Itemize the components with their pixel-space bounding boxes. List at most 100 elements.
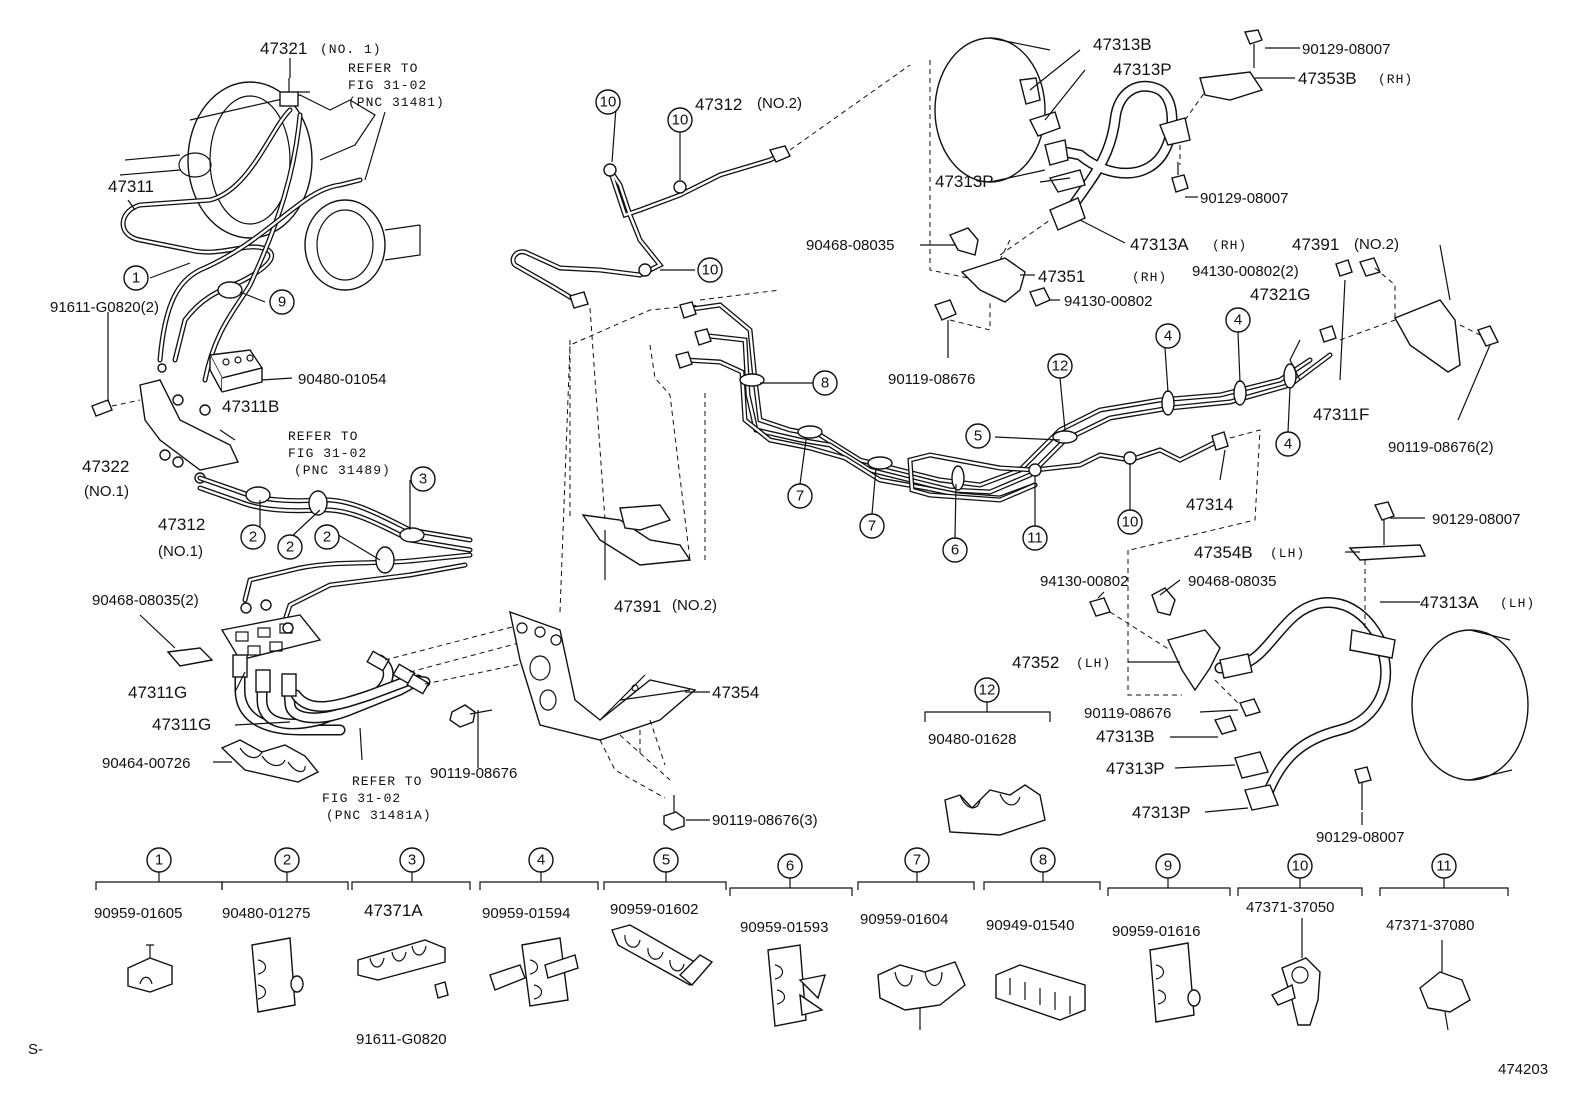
legend-item-9: 9 90959-01616 — [1107, 853, 1231, 1023]
label-47313a-rh-side: (RH) — [1212, 238, 1247, 253]
legend-item-2: 2 90480-01275 — [221, 847, 349, 1013]
legend-item-5: 5 90959-01602 — [603, 847, 727, 986]
junction-plate-and-hoses — [220, 599, 541, 736]
legend-item-1: 1 90959-01605 — [94, 847, 223, 993]
label-47313b-rh: 47313B — [1093, 35, 1152, 54]
legend-part-1: 90959-01605 — [94, 905, 182, 922]
label-47352-lh: (LH) — [1076, 656, 1111, 671]
ref-31481-line1: REFER TO — [348, 61, 418, 76]
label-90468-08035-rh: 90468-08035 — [806, 237, 894, 254]
label-47313a-rh: 47313A — [1130, 235, 1189, 254]
tube-47311 — [120, 107, 363, 383]
bracket-47354b-lh — [1348, 501, 1427, 630]
callout-7b: 7 — [868, 518, 876, 535]
legend-part-3: 47371A — [364, 901, 423, 920]
rh-brake-drum-and-hose — [934, 29, 1264, 231]
legend-num-5: 5 — [662, 852, 670, 869]
lh-brake-drum-and-hose — [1213, 597, 1529, 811]
ref-31481-line2: FIG 31-02 — [348, 78, 427, 93]
part-labels: 47321 (NO. 1) REFER TO FIG 31-02 (PNC 31… — [28, 35, 1548, 1078]
label-47311g-2: 47311G — [152, 715, 211, 734]
legend-num-3: 3 — [408, 852, 416, 869]
legend-num-10: 10 — [1292, 858, 1309, 875]
label-90119-08676-x3: 90119-08676(3) — [712, 812, 818, 829]
callout-1: 1 — [132, 270, 140, 287]
legend-num-2: 2 — [283, 852, 291, 869]
label-47351: 47351 — [1038, 267, 1085, 286]
label-94130-00802-x2: 94130-00802(2) — [1192, 263, 1299, 280]
label-47321-no1: (NO. 1) — [320, 42, 382, 57]
ref-31481a-line1: REFER TO — [352, 774, 422, 789]
label-90480-01628: 90480-01628 — [928, 731, 1016, 748]
legend-part-4: 90959-01594 — [482, 905, 570, 922]
callout-10c: 10 — [702, 262, 719, 279]
callout-2a: 2 — [249, 529, 257, 546]
clamp-90464-00726 — [220, 739, 320, 783]
clip-90468-08035-x2 — [139, 614, 214, 667]
label-90119-08676-lh: 90119-08676 — [1084, 705, 1171, 722]
callout-2c: 2 — [323, 529, 331, 546]
tube-47312-no2 — [510, 64, 911, 521]
main-tube-bundle — [675, 259, 1353, 551]
legend-part-5: 90959-01602 — [610, 901, 698, 918]
ref-31489-line1: REFER TO — [288, 429, 358, 444]
callout-numbers: 1 9 2 2 2 3 10 10 10 8 7 7 6 11 10 12 5 … — [132, 94, 1292, 699]
legend-item-6: 6 90959-01593 — [729, 853, 853, 1027]
legend-part-9: 90959-01616 — [1112, 923, 1200, 940]
legend-num-8: 8 — [1039, 852, 1047, 869]
callout-circles — [123, 89, 1301, 703]
label-47322-no1: (NO.1) — [84, 483, 129, 500]
label-47321: 47321 — [260, 39, 307, 58]
legend-num-7: 7 — [913, 852, 921, 869]
corner-code-left: S- — [28, 1041, 43, 1058]
callout-5: 5 — [974, 428, 982, 445]
legend-item-4: 4 90959-01594 — [479, 847, 599, 1007]
bracket-47391-no2-right — [1339, 257, 1499, 373]
label-47311f: 47311F — [1313, 405, 1369, 424]
label-90464-00726: 90464-00726 — [102, 755, 190, 772]
clamp-90480-01628 — [924, 702, 1051, 836]
legend-part-2: 90480-01275 — [222, 905, 310, 922]
label-47313p-rh-1: 47313P — [1113, 60, 1172, 79]
label-47312-no1: 47312 — [158, 515, 205, 534]
callout-4a: 4 — [1164, 328, 1172, 345]
label-47313p-rh-2: 47313P — [935, 172, 994, 191]
tube-47312-no1 — [197, 475, 473, 623]
label-47391-no2-center-sub: (NO.2) — [672, 597, 717, 614]
legend-item-7: 7 90959-01604 — [857, 847, 975, 1030]
legend-item-8: 8 90949-01540 — [983, 847, 1101, 1021]
callout-4c: 4 — [1284, 436, 1292, 453]
ref-31489-line3: (PNC 31489) — [294, 463, 391, 478]
callout-9: 9 — [278, 294, 286, 311]
legend-item-10: 10 47371-37050 — [1237, 853, 1363, 1026]
callout-12-legend: 12 — [979, 682, 996, 699]
label-90119-08676-a: 90119-08676 — [430, 765, 517, 782]
label-91611-g0820-x2: 91611-G0820(2) — [50, 299, 159, 316]
ref-31481a-line3: (PNC 31481A) — [326, 808, 432, 823]
legend-part-11: 47371-37080 — [1386, 917, 1474, 934]
callout-7a: 7 — [796, 488, 804, 505]
figure-number: 474203 — [1498, 1061, 1548, 1078]
label-47313p-lh-1: 47313P — [1106, 759, 1165, 778]
legend-num-1: 1 — [155, 852, 163, 869]
label-47312-no2: 47312 — [695, 95, 742, 114]
bracket-47391-no2-center — [569, 340, 706, 566]
legend-item-3: 3 47371A 91611-G0820 — [351, 847, 471, 1048]
label-47312-no2-sub: (NO.2) — [757, 95, 802, 112]
legend-part-3-bolt: 91611-G0820 — [356, 1031, 447, 1048]
clamp-90480-01054 — [208, 349, 264, 393]
label-47391-no2-center: 47391 — [614, 597, 661, 616]
legend-item-11: 11 47371-37080 — [1379, 853, 1509, 1031]
callout-8: 8 — [821, 375, 829, 392]
label-47311g-1: 47311G — [128, 683, 187, 702]
legend-num-4: 4 — [537, 852, 545, 869]
label-47313p-lh-2: 47313P — [1132, 803, 1191, 822]
legend-num-11: 11 — [1436, 858, 1452, 875]
label-47311: 47311 — [108, 177, 154, 196]
legend-num-9: 9 — [1164, 858, 1172, 875]
label-47354: 47354 — [712, 683, 759, 702]
label-90129-08007-a: 90129-08007 — [1302, 41, 1390, 58]
ref-31481a-line2: FIG 31-02 — [322, 791, 401, 806]
bolt-90119-08676-x3 — [663, 795, 685, 831]
clamp-legend: 1 90959-01605 2 90480-01275 3 47371A — [94, 847, 1509, 1048]
